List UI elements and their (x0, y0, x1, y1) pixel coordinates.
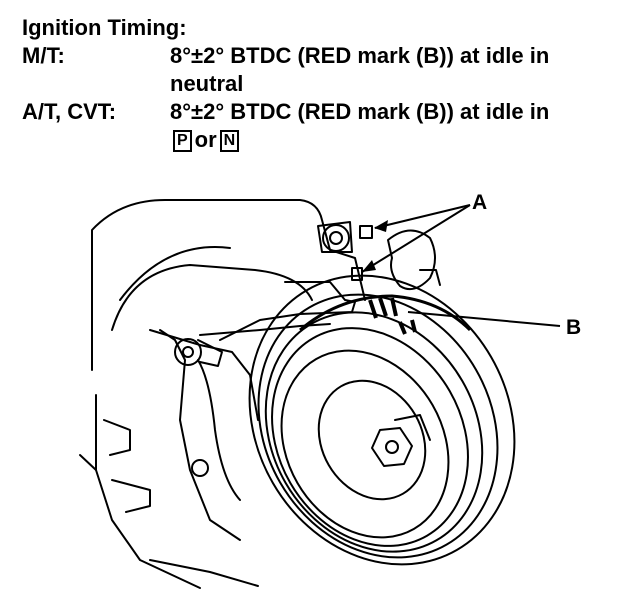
hub-bolt-center (385, 440, 399, 454)
pointer-bracket (387, 229, 436, 291)
row-value-line2: neutral (170, 71, 244, 96)
callout-a-leader-upper (374, 204, 471, 229)
bolt-inner-left (182, 346, 194, 358)
row-value-line1: 8°±2° BTDC (RED mark (B)) at idle in (170, 43, 550, 68)
bolt-flange (317, 221, 353, 253)
pulley-outer-rim (248, 274, 516, 566)
callout-a-label: A (472, 191, 487, 214)
engine-block-outline (91, 199, 366, 371)
bolt-head-left (174, 338, 202, 366)
row-label: A/T, CVT: (22, 99, 117, 124)
engine-contour-lower (79, 454, 201, 589)
arrow-head-a-lower (362, 260, 376, 272)
hub-key (394, 414, 431, 441)
engine-lower-edge (149, 559, 259, 587)
spec-row-at-cvt: A/T, CVT: 8°±2° BTDC (RED mark (B)) at i… (22, 98, 612, 154)
pointer-bracket-tab (419, 269, 441, 286)
housing-inner (197, 359, 241, 501)
pulley-face (280, 349, 450, 539)
pulley-groove-1 (257, 293, 499, 559)
row-label: M/T: (22, 43, 65, 68)
shift-position-n: N (219, 130, 240, 152)
mounting-hole (191, 459, 209, 477)
pulley-rim-side (299, 294, 472, 332)
or-text: or (194, 127, 217, 152)
bracket-lower (199, 323, 331, 336)
pulley-hub (317, 379, 427, 501)
pulley-groove-2 (264, 311, 484, 553)
engine-ribs (103, 419, 151, 513)
engine-contour (119, 246, 231, 301)
callout-b-leader (407, 311, 561, 327)
timing-cover-contour (111, 264, 313, 331)
row-value-line1: 8°±2° BTDC (RED mark (B)) at idle in (170, 99, 550, 124)
hub-bolt (371, 427, 413, 467)
callout-a-leader-lower (361, 204, 471, 273)
housing-edge (159, 329, 241, 541)
row-value: 8°±2° BTDC (RED mark (B)) at idle in neu… (170, 42, 612, 98)
timing-mark-stripes (368, 297, 417, 335)
timing-pointer-upper (359, 225, 373, 239)
pulley-groove-3 (271, 327, 469, 547)
callout-b-label: B (566, 316, 581, 339)
bolt-left-shaft (197, 339, 223, 367)
spec-heading: Ignition Timing: (22, 15, 187, 40)
spec-row-mt: M/T: 8°±2° BTDC (RED mark (B)) at idle i… (22, 42, 612, 98)
timing-pointer-lower (351, 267, 363, 281)
bolt-inner-top (329, 231, 343, 245)
shift-position-p: P (173, 130, 192, 152)
ignition-timing-spec: Ignition Timing: M/T: 8°±2° BTDC (RED ma… (22, 14, 612, 154)
arrow-head-a-upper (374, 220, 388, 232)
